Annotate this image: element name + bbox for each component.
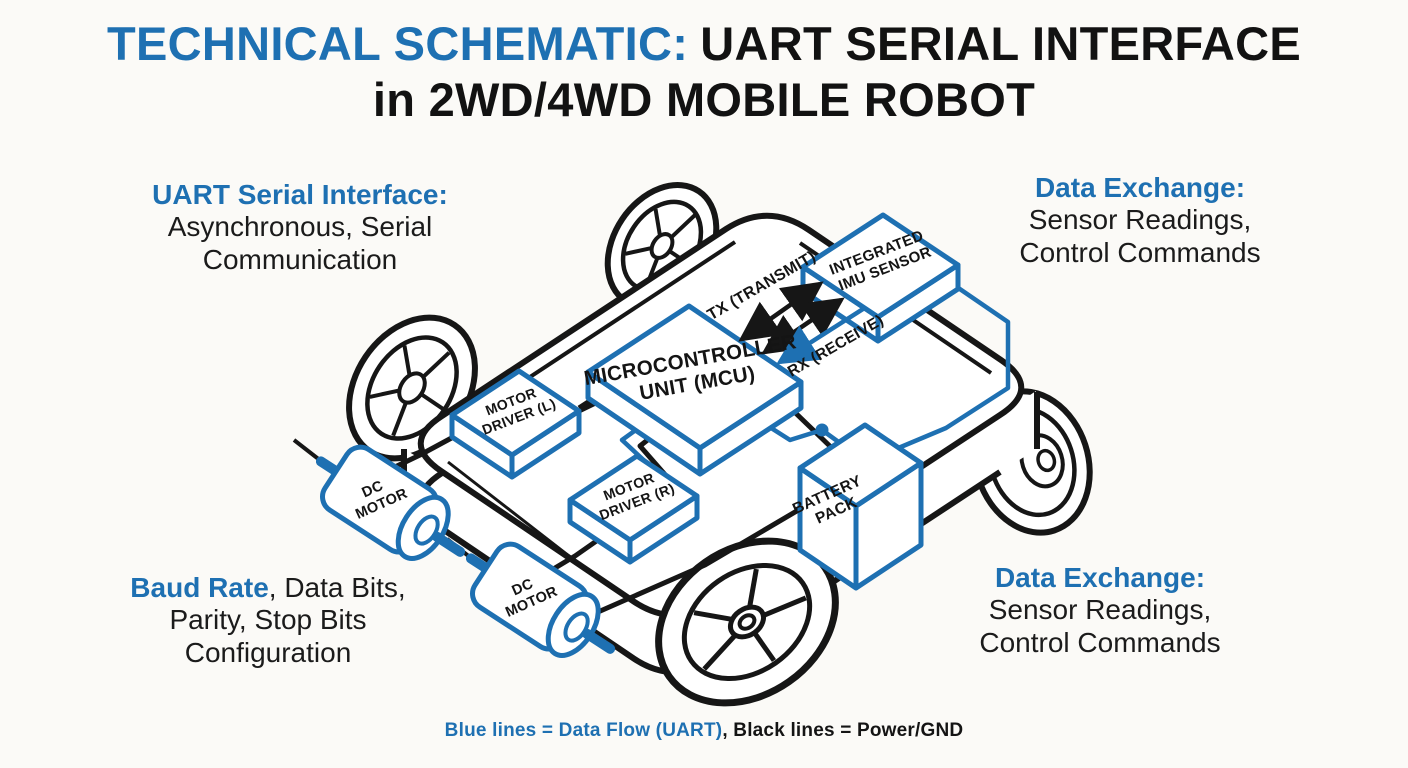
page-title-line2: in 2WD/4WD MOBILE ROBOT bbox=[372, 73, 1036, 127]
note-uart-serial-interface: UART Serial Interface: Asynchronous, Ser… bbox=[90, 179, 510, 276]
note-uart-config: Baud Rate, Data Bits, Parity, Stop Bits … bbox=[58, 572, 478, 669]
mcu-box bbox=[585, 303, 804, 477]
uart-node-dot bbox=[815, 423, 829, 437]
dc-motor-front bbox=[315, 444, 466, 561]
note-line: Sensor Readings, bbox=[1028, 204, 1252, 236]
page-title-blue: TECHNICAL SCHEMATIC: bbox=[106, 17, 689, 70]
battery-pack-box bbox=[797, 422, 924, 591]
note-heading: Data Exchange: bbox=[1034, 172, 1246, 203]
note-heading-rest: , Data Bits, bbox=[268, 572, 406, 603]
legend-blue-text: Blue lines = Data Flow (UART) bbox=[444, 720, 723, 741]
page-title-line1: TECHNICAL SCHEMATIC:UART SERIAL INTERFAC… bbox=[0, 16, 1408, 72]
dc-motor-rear bbox=[465, 541, 616, 658]
note-line: Configuration bbox=[184, 636, 352, 668]
page-title: TECHNICAL SCHEMATIC:UART SERIAL INTERFAC… bbox=[0, 16, 1408, 129]
motor-driver-right-box bbox=[567, 453, 700, 565]
note-line: Asynchronous, Serial bbox=[167, 211, 433, 243]
note-data-exchange-bottom: Data Exchange: Sensor Readings, Control … bbox=[890, 562, 1310, 659]
note-heading: UART Serial Interface: bbox=[152, 179, 448, 210]
motor-driver-left-box bbox=[449, 368, 582, 480]
note-data-exchange-top: Data Exchange: Sensor Readings, Control … bbox=[930, 172, 1350, 269]
rx-arrow bbox=[776, 307, 865, 365]
note-line: Control Commands bbox=[1019, 236, 1261, 268]
note-line: Communication bbox=[202, 243, 398, 275]
legend-black-text: , Black lines = Power/GND bbox=[722, 720, 964, 741]
wheel-front-right bbox=[655, 537, 839, 707]
note-line: Sensor Readings, bbox=[988, 594, 1212, 626]
note-heading: Baud Rate bbox=[130, 572, 269, 603]
legend: Blue lines = Data Flow (UART), Black lin… bbox=[0, 720, 1408, 742]
note-heading: Data Exchange: bbox=[994, 562, 1206, 593]
note-line: Control Commands bbox=[979, 626, 1221, 658]
note-line: Parity, Stop Bits bbox=[169, 604, 367, 636]
page-title-black: UART SERIAL INTERFACE bbox=[700, 17, 1302, 70]
note-line: Baud Rate, Data Bits, bbox=[58, 572, 478, 604]
